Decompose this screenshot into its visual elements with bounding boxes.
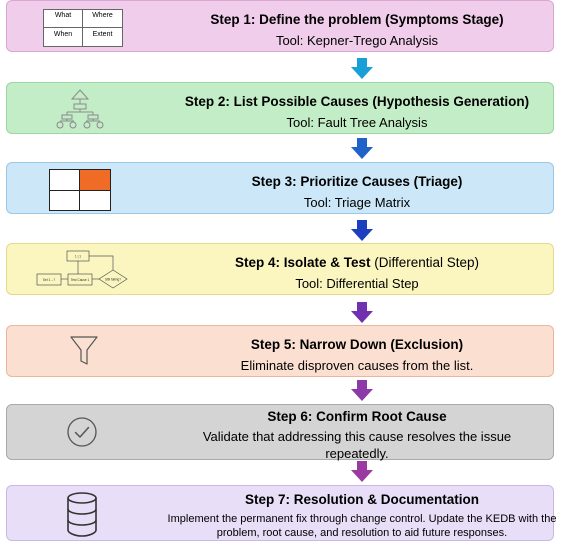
step-4-title-rest: (Differential Step)	[370, 255, 480, 270]
step-3-title: Step 3: Prioritize Causes (Triage)	[251, 174, 463, 189]
down-arrow-icon	[351, 220, 373, 241]
step-3-tool: Tool: Triage Matrix	[303, 195, 411, 210]
step-4-tool: Tool: Differential Step	[295, 276, 419, 291]
down-arrow-icon	[351, 58, 373, 79]
step-7-text: Step 7: Resolution & Documentation Imple…	[167, 491, 557, 540]
step-4-title-bold: Step 4: Isolate & Test	[234, 255, 371, 270]
kt-grid-icon: What Where When Extent	[43, 9, 123, 47]
step-5-title: Step 5: Narrow Down (Exclusion)	[250, 337, 464, 352]
step-5-box: Step 5: Narrow Down (Exclusion) Eliminat…	[6, 325, 554, 377]
flow-node-label: 1 | 1	[75, 255, 81, 259]
flow-node-label: Test Cause 1	[71, 278, 90, 282]
step-1-tool: Tool: Kepner-Trego Analysis	[275, 33, 439, 48]
step-1-text: Step 1: Define the problem (Symptoms Sta…	[157, 11, 557, 49]
flow-node-label: Still failing?	[105, 278, 121, 282]
step-1-box: What Where When Extent Step 1: Define th…	[6, 0, 554, 52]
kt-grid-cell: Extent	[92, 31, 113, 38]
step-6-title: Step 6: Confirm Root Cause	[267, 409, 447, 424]
down-arrow-icon	[351, 461, 373, 482]
flowchart-icon: 1 | 1 Set 1→? Test Cause 1 Still failing…	[36, 250, 128, 289]
flow-node-label: Set 1→?	[43, 278, 56, 282]
step-4-title: Step 4: Isolate & Test (Differential Ste…	[157, 254, 557, 271]
funnel-icon	[70, 336, 98, 365]
database-icon	[67, 492, 97, 537]
step-4-box: 1 | 1 Set 1→? Test Cause 1 Still failing…	[6, 243, 554, 295]
check-circle-icon	[67, 417, 97, 447]
step-6-box: Step 6: Confirm Root Cause Validate that…	[6, 404, 554, 462]
step-2-tool: Tool: Fault Tree Analysis	[286, 115, 428, 130]
down-arrow-icon	[351, 302, 373, 323]
step-5-text: Step 5: Narrow Down (Exclusion) Eliminat…	[157, 336, 557, 374]
step-2-title: Step 2: List Possible Causes (Hypothesis…	[184, 94, 530, 109]
kt-grid-cell: Where	[92, 12, 113, 19]
step-7-description: Implement the permanent fix through chan…	[167, 513, 557, 539]
down-arrow-icon	[351, 138, 373, 159]
step-3-text: Step 3: Prioritize Causes (Triage) Tool:…	[157, 173, 557, 211]
step-6-description: Validate that addressing this cause reso…	[202, 429, 512, 461]
down-arrow-icon	[351, 380, 373, 401]
step-4-text: Step 4: Isolate & Test (Differential Ste…	[157, 254, 557, 292]
step-1-title: Step 1: Define the problem (Symptoms Sta…	[210, 12, 504, 27]
step-3-box: Step 3: Prioritize Causes (Triage) Tool:…	[6, 162, 554, 214]
step-2-text: Step 2: List Possible Causes (Hypothesis…	[157, 93, 557, 131]
kt-grid-cell: When	[53, 31, 73, 38]
kt-grid-cell: What	[54, 12, 72, 19]
step-5-description: Eliminate disproven causes from the list…	[240, 358, 474, 373]
step-2-box: Step 2: List Possible Causes (Hypothesis…	[6, 82, 554, 134]
step-7-title: Step 7: Resolution & Documentation	[244, 492, 479, 507]
step-7-box: Step 7: Resolution & Documentation Imple…	[6, 485, 557, 541]
fault-tree-icon	[56, 89, 104, 129]
triage-matrix-icon	[49, 169, 111, 211]
step-6-text: Step 6: Confirm Root Cause Validate that…	[182, 408, 532, 462]
